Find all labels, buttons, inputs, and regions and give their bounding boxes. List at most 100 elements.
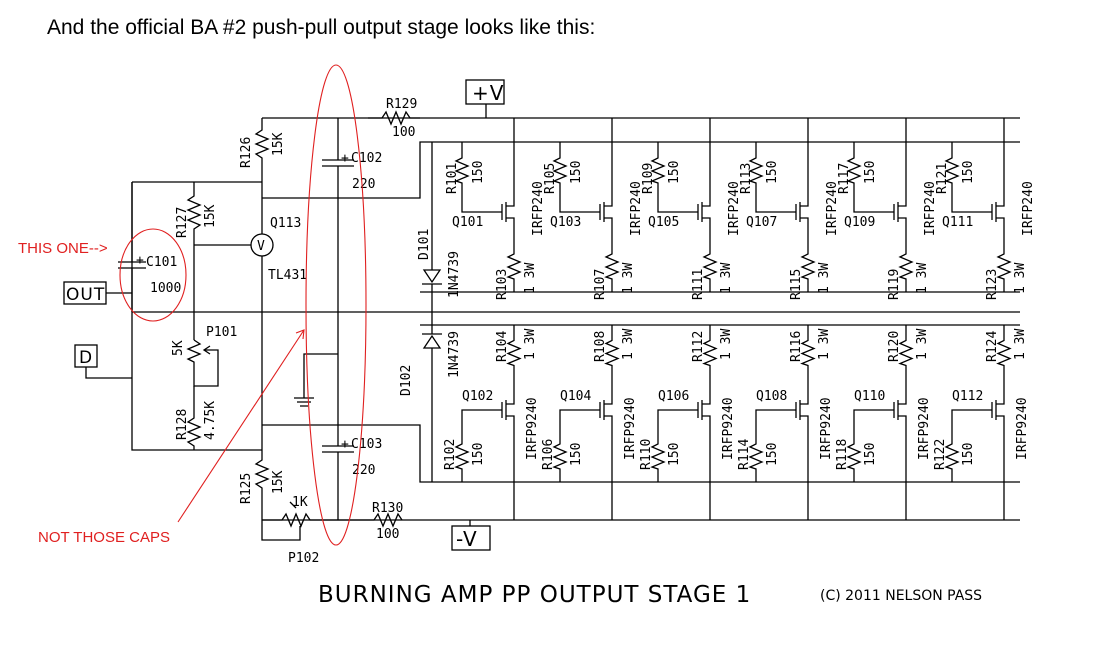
p101-label: P101: [206, 325, 237, 340]
gate-resistor-value: 150: [863, 443, 878, 466]
gate-resistor-value: 150: [569, 161, 584, 184]
source-resistor: [800, 325, 816, 380]
d102-zener: [422, 312, 442, 482]
annotation-arrow: [177, 329, 305, 523]
highlight-circle-c101: [119, 228, 187, 322]
r126-resistor: [254, 118, 270, 182]
source-resistor-label: R112: [691, 331, 706, 362]
source-resistor-label: R124: [985, 331, 1000, 362]
source-resistor-label: R115: [789, 269, 804, 300]
transistor-part: IRFP240: [1021, 181, 1036, 236]
gate-resistor: [552, 430, 568, 482]
gate-resistor-value: 150: [765, 443, 780, 466]
source-resistor-label: R107: [593, 269, 608, 300]
r130-resistor: [338, 512, 403, 528]
p102-label: P102: [288, 551, 319, 566]
transistor-label: Q105: [648, 215, 679, 230]
c101-symbol: [118, 182, 146, 312]
transistor-part: IRFP9240: [819, 397, 834, 460]
transistor-label: Q108: [756, 389, 787, 404]
gate-resistor-label: R114: [737, 439, 752, 470]
r125-resistor: [254, 425, 270, 520]
source-resistor: [800, 240, 816, 292]
gate-resistor: [748, 142, 764, 198]
d-terminal-label: D: [79, 348, 93, 368]
copyright: (C) 2011 NELSON PASS: [820, 588, 982, 604]
transistor-part: IRFP9240: [525, 397, 540, 460]
c103-label: C103: [351, 437, 382, 452]
gate-resistor-label: R113: [739, 163, 754, 194]
gate-resistor-label: R106: [541, 439, 556, 470]
transistor-label: Q110: [854, 389, 885, 404]
p102-pot: [261, 501, 338, 541]
gate-resistor-label: R122: [933, 439, 948, 470]
r126-value: 15K: [271, 132, 286, 156]
transistor-part: IRFP9240: [721, 397, 736, 460]
source-resistor-label: R103: [495, 269, 510, 300]
gate-resistor-label: R117: [837, 163, 852, 194]
gate-resistor: [454, 430, 470, 482]
page-heading: And the official BA #2 push-pull output …: [47, 16, 596, 39]
source-resistor-value: 1 3W: [817, 263, 832, 294]
mosfet-symbol: [951, 380, 1005, 520]
transistor-label: Q112: [952, 389, 983, 404]
gate-resistor-label: R105: [543, 163, 558, 194]
transistor-label: Q107: [746, 215, 777, 230]
pos-supply-label: +V: [472, 81, 504, 105]
p101-pot: [186, 339, 219, 387]
gate-resistor: [454, 142, 470, 198]
annotation-not-those: NOT THOSE CAPS: [38, 529, 170, 546]
source-resistor-value: 1 3W: [523, 263, 538, 294]
source-resistor-label: R123: [985, 269, 1000, 300]
gate-resistor-label: R121: [935, 163, 950, 194]
source-resistor-value: 1 3W: [719, 329, 734, 360]
gate-resistor: [748, 430, 764, 482]
source-resistor: [898, 240, 914, 292]
upper-gate-bus: [262, 141, 1020, 199]
r127-resistor: [186, 182, 202, 340]
c103-value: 220: [352, 463, 375, 478]
d101-label: D101: [417, 229, 432, 260]
r130-label: R130: [372, 501, 403, 516]
r130-value: 100: [376, 527, 399, 542]
v-meter-label: V: [257, 239, 265, 254]
mosfet-symbol: [657, 118, 711, 240]
d101-value: 1N4739: [447, 251, 462, 298]
source-resistor-value: 1 3W: [719, 263, 734, 294]
tl431-label: TL431: [268, 268, 307, 283]
gate-resistor-value: 150: [961, 161, 976, 184]
source-resistor-value: 1 3W: [915, 329, 930, 360]
source-resistor: [702, 325, 718, 380]
gate-resistor: [650, 430, 666, 482]
source-resistor: [702, 240, 718, 292]
source-resistor-label: R120: [887, 331, 902, 362]
transistor-part: IRFP240: [531, 181, 546, 236]
source-resistor: [996, 325, 1012, 380]
c102-cap: [322, 118, 354, 198]
highlight-ellipse-caps: [305, 64, 367, 546]
mosfet-symbol: [755, 380, 809, 520]
source-resistor-value: 1 3W: [1013, 263, 1028, 294]
source-resistor-value: 1 3W: [817, 329, 832, 360]
r125-label: R125: [239, 473, 254, 504]
transistor-label: Q106: [658, 389, 689, 404]
c102-label: C102: [351, 151, 382, 166]
gate-resistor-label: R102: [443, 439, 458, 470]
transistor-label: Q104: [560, 389, 591, 404]
r128-label: R128: [175, 409, 190, 440]
gate-resistor-value: 150: [765, 161, 780, 184]
gate-resistor-label: R110: [639, 439, 654, 470]
diagram-title: BURNING AMP PP OUTPUT STAGE 1: [318, 582, 751, 608]
gate-resistor-value: 150: [961, 443, 976, 466]
pos-supply-terminal: [465, 79, 505, 105]
